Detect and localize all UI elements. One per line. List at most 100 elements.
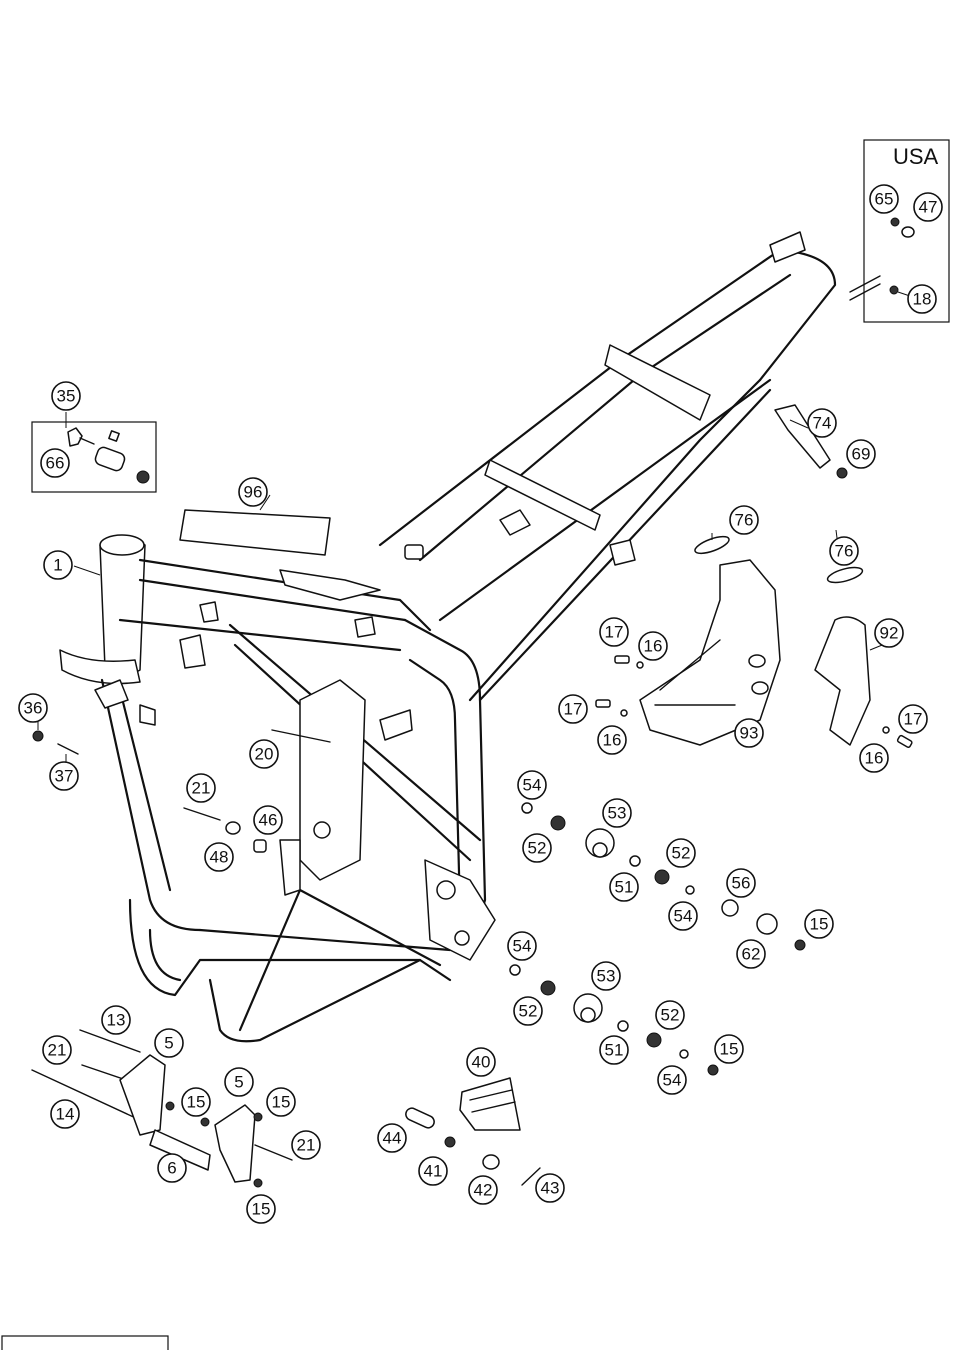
svg-text:54: 54	[513, 937, 532, 956]
svg-text:36: 36	[24, 699, 43, 718]
callout-15a: 15	[804, 909, 834, 939]
part-92-cover	[814, 616, 871, 746]
callout-15c: 15	[181, 1087, 211, 1117]
svg-text:42: 42	[474, 1181, 493, 1200]
callout-15b: 15	[714, 1034, 744, 1064]
callout-56: 56	[726, 868, 756, 898]
pivot-hardware-upper	[521, 802, 806, 951]
svg-text:17: 17	[605, 623, 624, 642]
svg-text:21: 21	[297, 1136, 316, 1155]
svg-text:47: 47	[919, 198, 938, 217]
main-frame	[59, 231, 837, 1043]
callout-48: 48	[204, 842, 234, 872]
svg-text:74: 74	[813, 414, 832, 433]
bolts	[31, 729, 331, 1161]
svg-text:53: 53	[597, 967, 616, 986]
callout-20: 20	[249, 739, 279, 769]
callout-54a: 54	[517, 770, 547, 800]
callout-54c: 54	[507, 931, 537, 961]
callout-36: 36	[18, 693, 48, 723]
usa-inset: USA	[849, 139, 950, 323]
callout-13: 13	[101, 1005, 131, 1035]
svg-text:16: 16	[603, 731, 622, 750]
callout-1: 1	[43, 550, 73, 580]
svg-text:69: 69	[852, 445, 871, 464]
callout-41: 41	[418, 1156, 448, 1186]
callout-47: 47	[913, 192, 943, 222]
svg-text:6: 6	[167, 1159, 176, 1178]
callout-46: 46	[253, 805, 283, 835]
svg-text:18: 18	[913, 290, 932, 309]
svg-text:44: 44	[383, 1129, 402, 1148]
svg-text:46: 46	[259, 811, 278, 830]
callout-21b: 21	[42, 1035, 72, 1065]
callout-40: 40	[466, 1047, 496, 1077]
steering-lock-inset	[31, 421, 157, 493]
callout-5a: 5	[154, 1028, 184, 1058]
callout-6: 6	[157, 1153, 187, 1183]
svg-text:17: 17	[904, 710, 923, 729]
svg-text:76: 76	[735, 511, 754, 530]
callout-14: 14	[50, 1099, 80, 1129]
callout-51b: 51	[599, 1035, 629, 1065]
svg-text:17: 17	[564, 700, 583, 719]
callout-66: 66	[40, 448, 70, 478]
svg-text:54: 54	[674, 907, 693, 926]
svg-text:40: 40	[472, 1053, 491, 1072]
svg-text:96: 96	[244, 483, 263, 502]
svg-text:41: 41	[424, 1162, 443, 1181]
svg-text:15: 15	[810, 915, 829, 934]
svg-text:76: 76	[835, 542, 854, 561]
svg-text:1: 1	[53, 556, 62, 575]
callout-16a: 16	[638, 631, 668, 661]
callout-17c: 17	[898, 704, 928, 734]
callouts: 1 35 66 96 36 37 20 21 46 48 65 47 18 74…	[18, 184, 943, 1224]
callout-42: 42	[468, 1175, 498, 1205]
callout-93: 93	[734, 718, 764, 748]
callout-16b: 16	[597, 725, 627, 755]
callout-17b: 17	[558, 694, 588, 724]
svg-text:52: 52	[672, 844, 691, 863]
svg-text:5: 5	[234, 1073, 243, 1092]
svg-text:52: 52	[528, 839, 547, 858]
callout-52c: 52	[513, 996, 543, 1026]
svg-text:16: 16	[865, 749, 884, 768]
callout-54d: 54	[657, 1065, 687, 1095]
callout-52b: 52	[666, 838, 696, 868]
svg-text:62: 62	[742, 945, 761, 964]
svg-text:15: 15	[187, 1093, 206, 1112]
callout-65: 65	[869, 184, 899, 214]
callout-21c: 21	[291, 1130, 321, 1160]
svg-text:54: 54	[523, 776, 542, 795]
callout-44: 44	[377, 1123, 407, 1153]
svg-text:15: 15	[252, 1200, 271, 1219]
svg-text:65: 65	[875, 190, 894, 209]
svg-text:51: 51	[605, 1041, 624, 1060]
svg-text:21: 21	[48, 1041, 67, 1060]
callout-76b: 76	[829, 536, 859, 566]
callout-52d: 52	[655, 1000, 685, 1030]
svg-text:21: 21	[192, 779, 211, 798]
svg-text:52: 52	[519, 1002, 538, 1021]
part-93-cover	[639, 559, 781, 746]
callout-53a: 53	[602, 798, 632, 828]
engine-mounts	[119, 1054, 263, 1188]
callout-16c: 16	[859, 743, 889, 773]
callout-54b: 54	[668, 901, 698, 931]
callout-15e: 15	[246, 1194, 276, 1224]
callout-74: 74	[807, 408, 837, 438]
svg-text:52: 52	[661, 1006, 680, 1025]
svg-text:92: 92	[880, 624, 899, 643]
part-74-bracket	[774, 404, 831, 469]
svg-text:35: 35	[57, 387, 76, 406]
svg-text:43: 43	[541, 1179, 560, 1198]
callout-43: 43	[535, 1173, 565, 1203]
svg-text:66: 66	[46, 454, 65, 473]
screws-17-16	[595, 655, 913, 748]
callout-17a: 17	[599, 617, 629, 647]
svg-text:14: 14	[56, 1105, 75, 1124]
callout-35: 35	[51, 381, 81, 411]
callout-69: 69	[846, 439, 876, 469]
svg-text:13: 13	[107, 1011, 126, 1030]
